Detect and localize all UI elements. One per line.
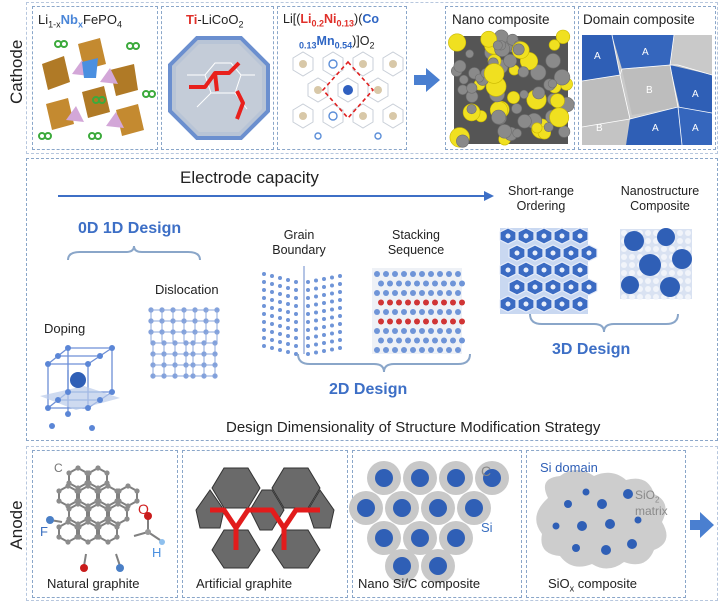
nano-sic-illustration [349,461,509,583]
nano-composite-label: Nano composite [452,12,550,27]
nanostructure-composite-label: Nanostructure Composite [620,184,700,213]
brace-2d [297,353,471,373]
cathode-progress-arrow [414,68,440,92]
domain-label-a3: A [692,89,699,100]
nano-sic-carbon-label: C [481,463,492,479]
domain-label-a1: A [594,51,601,62]
anode-row-label: Anode [7,500,26,550]
design-3d-heading: 3D Design [552,341,631,358]
short-range-ordering-illustration [499,227,598,314]
artificial-graphite-illustration [195,467,335,569]
domain-label-a4: A [652,123,659,134]
design-0d-1d-heading: 0D 1D Design [78,220,182,237]
siox-composite-illustration [536,470,667,569]
domain-label-a2: A [642,47,649,58]
formula-li-rich: Li[(Li0.2Ni0.13)(Co 0.13Mn0.54)]O2 [283,12,380,50]
carbon-atom-label: C [54,461,63,475]
design-2d-heading: 2D Design [329,381,408,398]
grain-boundary-label: Grain Boundary [272,228,326,257]
anode-progress-arrow [690,512,714,538]
doping-label: Doping [44,321,86,336]
dislocation-label: Dislocation [155,282,219,297]
siox-composite-label: SiOx composite [548,576,638,594]
natural-graphite-illustration [46,465,165,572]
doping-cube-illustration [40,345,120,431]
si-domain-label: Si domain [540,460,598,475]
nano-sic-composite-label: Nano Si/C composite [358,576,481,591]
ti-grain-particle-illustration [168,36,270,140]
nanostructure-composite-illustration [620,228,692,300]
cathode-panel-li-rich [277,6,407,150]
sio2-label: SiO2 [635,488,660,505]
stacking-sequence-label: Stacking Sequence [387,228,445,257]
oxygen-atom-label: O [138,501,149,517]
domain-composite-illustration: A A B A B A A [581,34,713,146]
short-range-ordering-label: Short-range Ordering [507,184,574,213]
olivine-structure-illustration [38,38,156,140]
dislocation-lattice-illustration [148,307,220,379]
matrix-label: matrix [635,504,668,518]
brace-0d-1d [67,245,201,261]
design-dimensionality-footer: Design Dimensionality of Structure Modif… [226,419,601,436]
electrode-capacity-arrow [58,191,494,201]
domain-label-a5: A [692,123,699,134]
artificial-graphite-label: Artificial graphite [196,576,293,591]
formula-nb-lfp: Li1-xNbxFePO4 [38,12,122,30]
natural-graphite-label: Natural graphite [47,576,140,591]
brace-3d [529,313,679,333]
nano-composite-illustration [448,29,575,148]
domain-label-b1: B [646,85,653,96]
electrode-capacity-label: Electrode capacity [180,168,319,187]
stacking-sequence-illustration [372,268,465,354]
fluorine-atom-label: F [40,524,48,539]
domain-label-b2: B [596,123,603,134]
honeycomb-superlattice-illustration [292,51,404,140]
cathode-row-label: Cathode [7,39,26,104]
grain-boundary-illustration [262,266,342,356]
hydrogen-atom-label: H [152,545,162,560]
nano-sic-silicon-label: Si [481,520,493,535]
domain-composite-label: Domain composite [583,12,695,27]
formula-ti-lco: Ti-LiCoO2 [186,12,244,30]
